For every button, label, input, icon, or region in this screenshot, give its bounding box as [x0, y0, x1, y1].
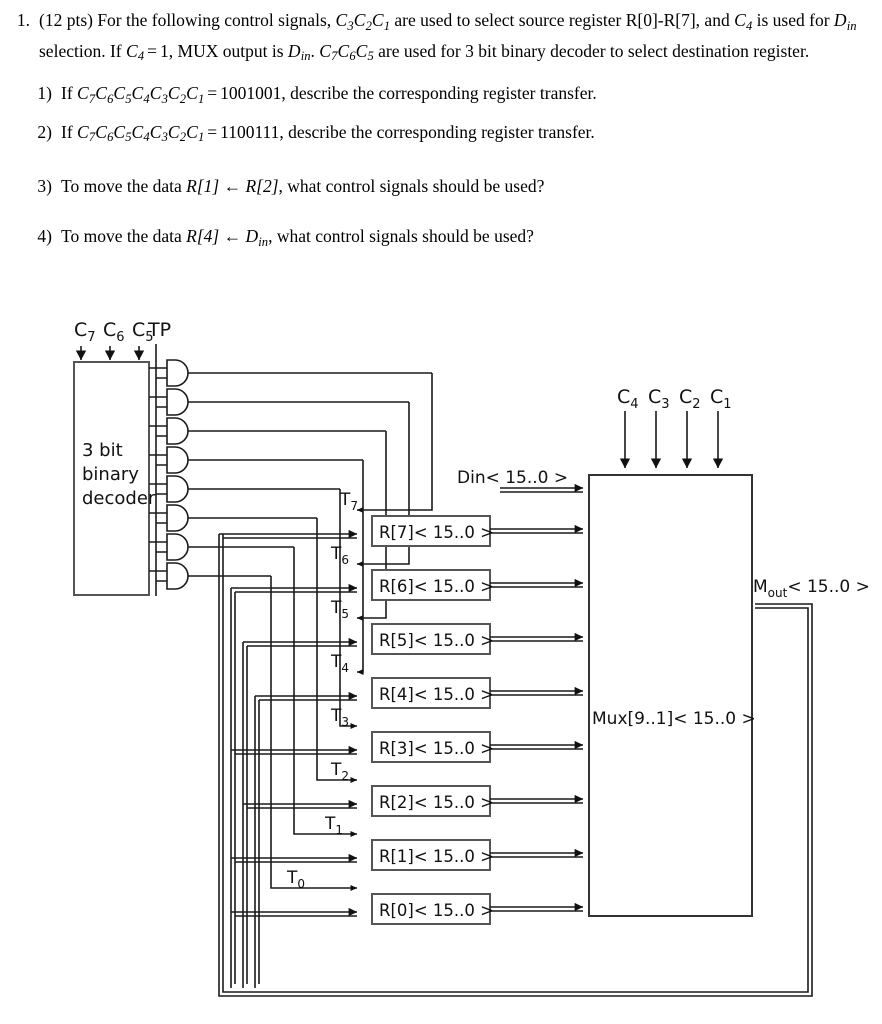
sub1-equals: = — [207, 83, 218, 104]
q-text-p2: are used to select source register R[0]-… — [390, 10, 735, 30]
label-c6: C6 — [103, 319, 125, 345]
question-points: (12 pts) — [39, 10, 93, 30]
register-box-r2 — [371, 785, 491, 817]
label-t3: T3 — [330, 706, 349, 729]
signal-c3c2c1: C3C2C1 — [335, 10, 391, 33]
subquestion-4-text: To move the data R[4] ← Din, what contro… — [61, 224, 882, 255]
label-c3: C3 — [648, 386, 670, 412]
din-input-bus — [500, 483, 584, 493]
register-box-r0 — [371, 893, 491, 925]
subquestion-3-number: 3) — [37, 176, 52, 197]
subquestion-4: 4) To move the data R[4] ← Din, what con… — [0, 224, 882, 255]
mux-control-arrows — [619, 411, 724, 469]
subquestion-2-number: 2) — [37, 121, 52, 142]
mux-output-label: Mout< 15..0 > — [753, 577, 870, 600]
question-main-text: (12 pts) For the following control signa… — [39, 10, 857, 64]
mux-label: Mux[9..1]< 15..0 > — [592, 709, 756, 729]
subquestion-1: 1) If C7C6C5C4C3C2C1=1001001, describe t… — [0, 81, 882, 112]
sub3-prefix: To move the data — [61, 176, 187, 197]
and-gate-array — [149, 359, 432, 590]
label-c4: C4 — [617, 386, 639, 412]
sub3-arrow: ← — [223, 176, 242, 197]
register-label-r6: R[6]< 15..0 > — [379, 577, 494, 596]
register-output-buses — [490, 524, 584, 912]
label-t5: T5 — [330, 598, 349, 621]
question-number: 1. — [16, 10, 30, 30]
signal-c7c6c5: C7C6C5 — [319, 40, 374, 64]
question-block: 1. (12 pts) For the following control si… — [0, 0, 882, 255]
label-t6: T6 — [330, 544, 349, 567]
q-text-p5: MUX output is — [173, 40, 288, 61]
equals-sign: = — [147, 40, 158, 61]
q-text-p4: selection. If — [39, 40, 126, 61]
signal-din: Din — [833, 10, 857, 33]
sub1-signals: C7C6C5C4C3C2C1 — [77, 83, 205, 106]
register-box-r4 — [371, 677, 491, 709]
q-text-p7: are used for 3 bit binary decoder to sel… — [373, 40, 810, 61]
sub3-suffix: , what control signals should be used? — [278, 176, 545, 197]
sub1-value: 1001001 — [220, 83, 282, 104]
sub4-prefix: To move the data — [61, 226, 187, 247]
register-box-r5 — [371, 623, 491, 655]
register-box-r6 — [371, 569, 491, 601]
label-t2: T2 — [330, 760, 349, 783]
transfer-signal-routing — [270, 373, 433, 892]
sub4-target: R[4] — [186, 226, 220, 247]
mux-box — [588, 474, 753, 917]
subquestion-3-text: To move the data R[1] ← R[2], what contr… — [61, 174, 882, 199]
sub2-equals: = — [207, 121, 218, 142]
subquestion-1-number: 1) — [37, 83, 52, 104]
subquestion-2: 2) If C7C6C5C4C3C2C1=1100111, describe t… — [0, 120, 882, 151]
feedback-bus — [218, 529, 813, 997]
register-array — [371, 515, 491, 925]
signal-c4-eq: C4 — [125, 40, 145, 64]
subquestion-1-text: If C7C6C5C4C3C2C1=1001001, describe the … — [61, 81, 882, 112]
signal-c4: C4 — [734, 10, 753, 33]
register-label-r5: R[5]< 15..0 > — [379, 631, 494, 650]
register-box-r7 — [371, 515, 491, 547]
sub4-arrow: ← — [223, 226, 242, 247]
subquestion-2-text: If C7C6C5C4C3C2C1=1100111, describe the … — [61, 120, 882, 151]
signal-din-2: Din — [287, 40, 311, 64]
circuit-diagram: C7 C6 C5 TP 3 bit binary decoder T7 T6 T… — [0, 296, 882, 1024]
sub2-suffix: , describe the corresponding register tr… — [279, 121, 595, 142]
subquestion-4-number: 4) — [37, 226, 52, 247]
label-c1: C1 — [710, 386, 732, 412]
sub2-value: 1100111 — [220, 121, 280, 142]
register-label-r0: R[0]< 15..0 > — [379, 901, 494, 920]
decoder-box — [73, 361, 150, 596]
question-main: 1. (12 pts) For the following control si… — [0, 0, 882, 69]
label-c2: C2 — [679, 386, 701, 412]
label-tp: TP — [147, 319, 171, 341]
label-t0: T0 — [286, 868, 305, 891]
sub3-source: R[2] — [245, 176, 279, 197]
decoder-label-line2: binary — [82, 464, 139, 485]
q-text-p3: is used for — [752, 10, 834, 30]
decoder-label-line1: 3 bit — [82, 440, 123, 461]
sub4-suffix: , what control signals should be used? — [268, 226, 534, 247]
register-box-r1 — [371, 839, 491, 871]
sub1-suffix: , describe the corresponding register tr… — [281, 83, 597, 104]
register-label-r3: R[3]< 15..0 > — [379, 739, 494, 758]
label-t1: T1 — [324, 814, 343, 837]
subquestion-3: 3) To move the data R[1] ← R[2], what co… — [0, 174, 882, 199]
q-text-p6: . — [310, 40, 320, 61]
decoder-label-line3: decoder — [82, 488, 156, 509]
sub4-source: Din — [245, 226, 269, 249]
sub3-target: R[1] — [186, 176, 220, 197]
label-t4: T4 — [330, 652, 349, 675]
register-label-r7: R[7]< 15..0 > — [379, 523, 494, 542]
label-c7: C7 — [74, 319, 96, 345]
register-label-r2: R[2]< 15..0 > — [379, 793, 494, 812]
sub2-signals: C7C6C5C4C3C2C1 — [77, 121, 205, 145]
q-text-p1: For the following control signals, — [97, 10, 336, 30]
sub2-prefix: If — [61, 121, 78, 142]
register-label-r1: R[1]< 15..0 > — [379, 847, 494, 866]
label-t7: T7 — [339, 490, 358, 513]
register-label-r4: R[4]< 15..0 > — [379, 685, 494, 704]
decoder-input-arrows — [75, 346, 145, 361]
register-box-r3 — [371, 731, 491, 763]
sub1-prefix: If — [61, 83, 78, 104]
label-din: Din< 15..0 > — [457, 468, 568, 488]
